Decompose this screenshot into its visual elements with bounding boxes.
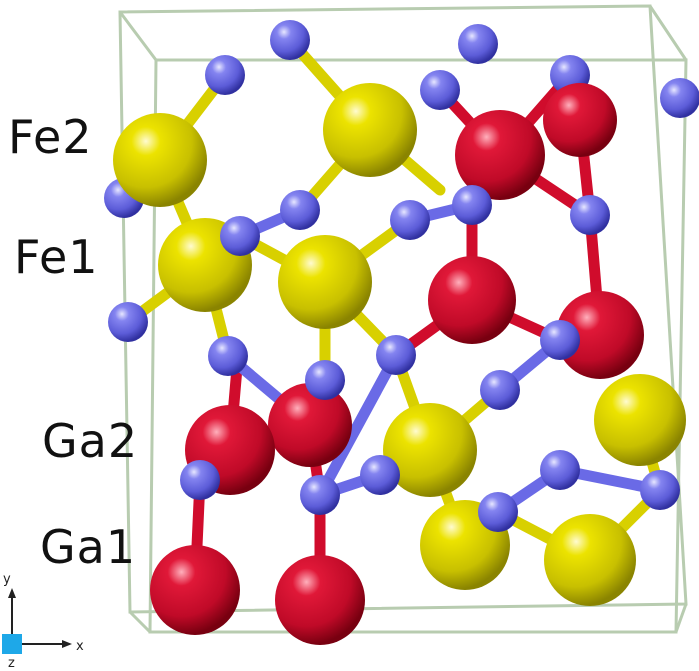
atom-small [390, 200, 430, 240]
site-label-fe1: Fe1 [14, 230, 99, 284]
atom-small [540, 450, 580, 490]
atom-small [458, 24, 498, 64]
atom-ga-site [455, 110, 545, 200]
atom-ga-site [543, 83, 617, 157]
atom-fe-site [113, 113, 207, 207]
atom-fe-site [594, 374, 686, 466]
atom-small [300, 475, 340, 515]
atom-fe-site [278, 235, 372, 329]
atom-fe-site [323, 83, 417, 177]
site-label-ga2: Ga2 [42, 414, 139, 468]
atom-small [478, 492, 518, 532]
atom-small [360, 455, 400, 495]
atom-ga-site [150, 545, 240, 635]
axis-z-label: z [8, 656, 15, 671]
atom-small [660, 78, 699, 118]
atom-small [305, 360, 345, 400]
atom-ga-site [428, 256, 516, 344]
atom-small [280, 190, 320, 230]
atom-small [540, 320, 580, 360]
atom-small [420, 70, 460, 110]
unit-cell-outline [118, 4, 688, 634]
atom-small [640, 470, 680, 510]
atom-small [220, 216, 260, 256]
atom-small [570, 195, 610, 235]
axes-indicator: y x z [2, 572, 84, 671]
axis-y-label: y [3, 572, 11, 587]
atom-small [270, 20, 310, 60]
atom-ga-site [556, 291, 644, 379]
atom-small [205, 55, 245, 95]
atom-small [376, 335, 416, 375]
atoms [104, 20, 699, 645]
axis-z-marker [2, 634, 22, 654]
atom-ga-site [275, 555, 365, 645]
atom-small [480, 370, 520, 410]
axis-x-label: x [76, 639, 84, 654]
atom-ga-site [268, 383, 352, 467]
atom-small [108, 302, 148, 342]
atom-fe-site [544, 514, 636, 606]
site-label-fe2: Fe2 [8, 110, 93, 164]
atom-small [452, 185, 492, 225]
atom-small [180, 460, 220, 500]
site-label-ga1: Ga1 [40, 520, 137, 574]
atom-fe-site [383, 403, 477, 497]
atom-small [208, 336, 248, 376]
